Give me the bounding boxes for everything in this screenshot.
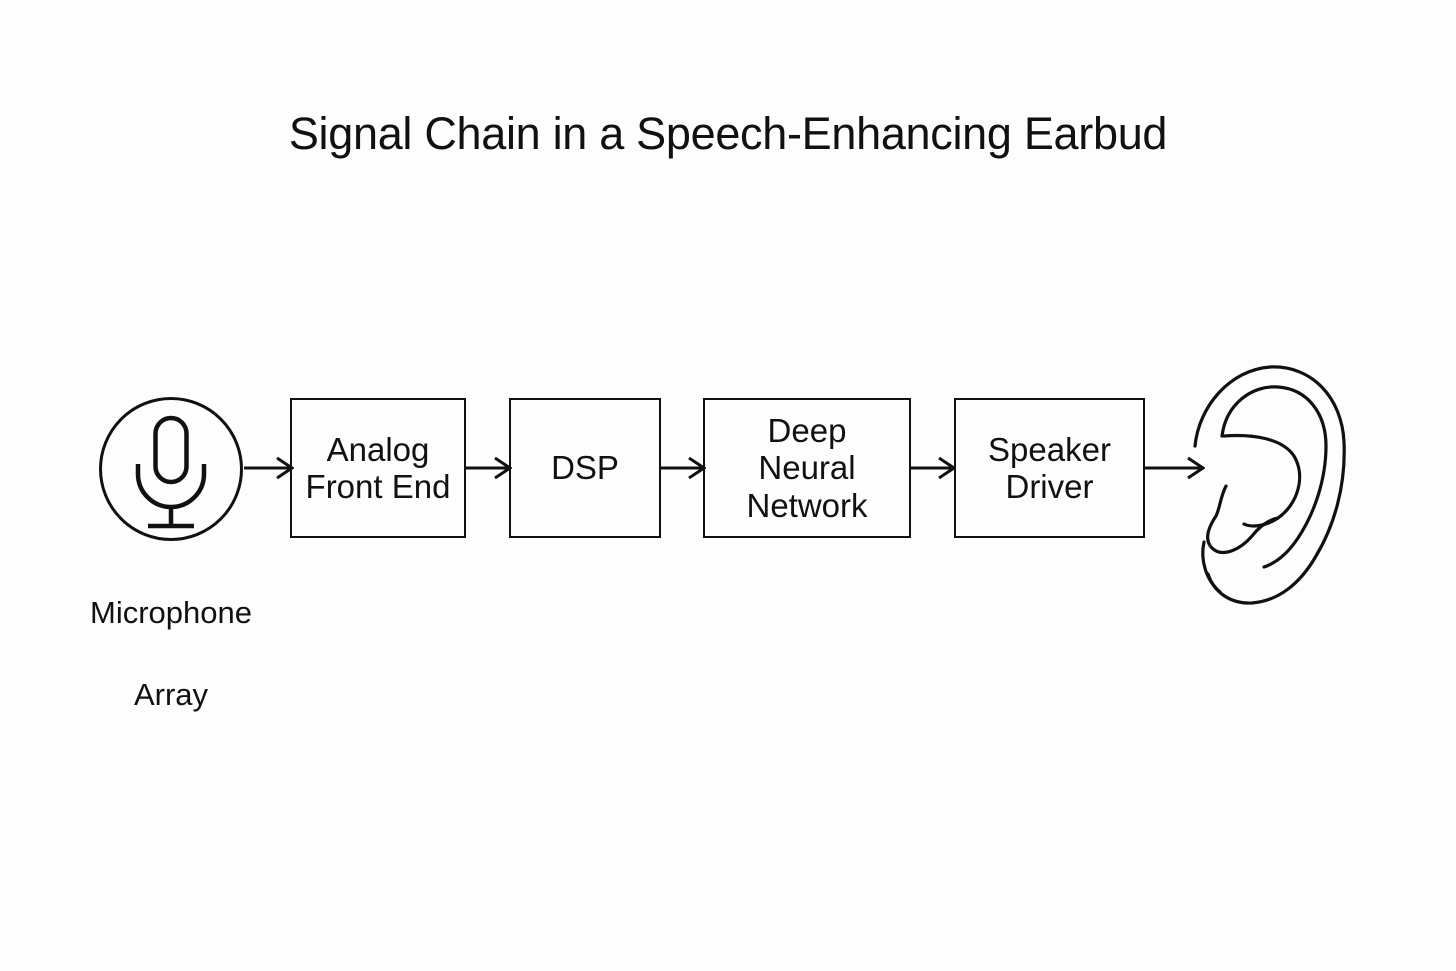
stage-box-speaker-driver[interactable]: Speaker Driver (954, 398, 1145, 538)
ear-icon (1193, 365, 1346, 605)
stage-label-dsp: DSP (551, 449, 619, 487)
stage-box-analog-front-end[interactable]: Analog Front End (290, 398, 466, 538)
connector-dsp-to-dnn (661, 453, 707, 483)
connector-afe-to-dsp (466, 453, 513, 483)
stage-box-dsp[interactable]: DSP (509, 398, 661, 538)
connector-mic-to-afe (244, 453, 295, 483)
connector-speaker-to-ear (1145, 453, 1206, 483)
stage-label-deep-neural-network: Deep Neural Network (746, 412, 868, 524)
stage-label-analog-front-end: Analog Front End (305, 430, 451, 505)
stage-box-deep-neural-network[interactable]: Deep Neural Network (703, 398, 911, 538)
microphone-icon (99, 397, 243, 541)
microphone-array-node (98, 396, 244, 542)
ear-node (1190, 358, 1355, 608)
page-title: Signal Chain in a Speech-Enhancing Earbu… (288, 108, 1168, 159)
microphone-caption-line-1: Microphone (90, 594, 252, 630)
stage-label-speaker-driver: Speaker Driver (988, 430, 1111, 505)
connector-dnn-to-speaker (911, 453, 957, 483)
microphone-array-caption: Microphone Array (40, 552, 302, 757)
microphone-caption-line-2: Array (133, 676, 209, 712)
